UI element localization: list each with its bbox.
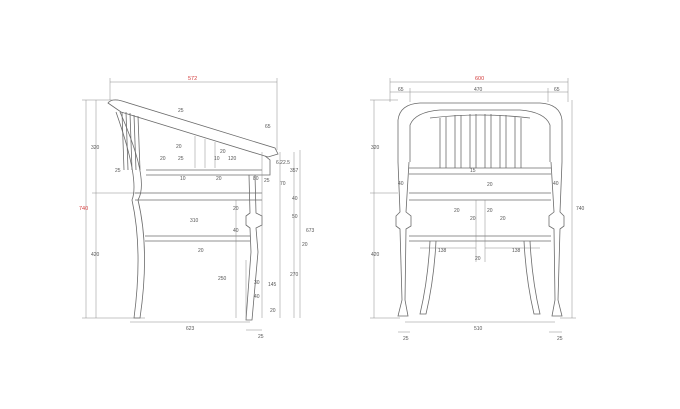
dimension-label: 510 (474, 326, 483, 332)
dimension-label: 470 (474, 87, 483, 93)
front-view: 600 65 470 65 320 420 740 (370, 76, 585, 342)
dimension-label: 20 (475, 256, 481, 262)
dimension-label: 270 (290, 272, 299, 278)
side-depth-label: 572 (188, 76, 197, 82)
dimension-label: 20 (233, 206, 239, 212)
dimension-label: 310 (190, 218, 199, 224)
dimension-label: 65 (554, 87, 560, 93)
dimension-label: 20 (198, 248, 204, 254)
dimension-label: 80 (253, 176, 259, 182)
dimension-label: 65 (398, 87, 404, 93)
dimension-label: 623 (186, 326, 195, 332)
dimension-label: 20 (487, 208, 493, 214)
dimension-label: 320 (371, 145, 380, 151)
dimension-label: 740 (576, 206, 585, 212)
dimension-label: 25 (264, 178, 270, 184)
dimension-label: 357 (290, 168, 299, 174)
dimension-label: 30 (254, 280, 260, 286)
dimension-label: 20 (216, 176, 222, 182)
dimension-label: 20 (487, 182, 493, 188)
dimension-label: 673 (306, 228, 315, 234)
dimension-label: 20 (270, 308, 276, 314)
side-seat-height-label: 420 (91, 252, 100, 258)
dimension-label: 40 (233, 228, 239, 234)
dimension-label: 20 (454, 208, 460, 214)
side-view: 572 740 320 420 (79, 76, 315, 340)
dimension-label: 20 (302, 242, 308, 248)
dimension-label: 25 (403, 336, 409, 342)
dimension-label: 40 (398, 181, 404, 187)
dimension-label: 420 (371, 252, 380, 258)
dimension-label: 250 (218, 276, 227, 282)
dimension-label: 50 (292, 214, 298, 220)
dimension-label: 65 (265, 124, 271, 130)
side-height-label: 740 (79, 206, 88, 212)
side-back-height-label: 320 (91, 145, 100, 151)
dimension-label: 25 (115, 168, 121, 174)
dimension-label: 25 (258, 334, 264, 340)
dimension-label: 10 (180, 176, 186, 182)
dimension-label: 20 (500, 216, 506, 222)
dimension-label: 10 (214, 156, 220, 162)
dimension-label: 70 (280, 181, 286, 187)
dimension-label: 20 (220, 149, 226, 155)
dimension-label: 138 (438, 248, 447, 254)
dimension-label: 40 (254, 294, 260, 300)
dimension-label: 120 (228, 156, 237, 162)
front-width-label: 600 (475, 76, 484, 82)
dimension-label: 6.22.5 (276, 160, 290, 166)
dimension-label: 25 (178, 108, 184, 114)
dimension-label: 25 (178, 156, 184, 162)
dimension-label: 20 (176, 144, 182, 150)
dimension-label: 25 (557, 336, 563, 342)
dimension-label: 138 (512, 248, 521, 254)
dimension-label: 20 (160, 156, 166, 162)
dimension-label: 40 (553, 181, 559, 187)
dimension-label: 15 (470, 168, 476, 174)
dimension-label: 40 (292, 196, 298, 202)
dimension-label: 20 (470, 216, 476, 222)
dimension-label: 145 (268, 282, 277, 288)
